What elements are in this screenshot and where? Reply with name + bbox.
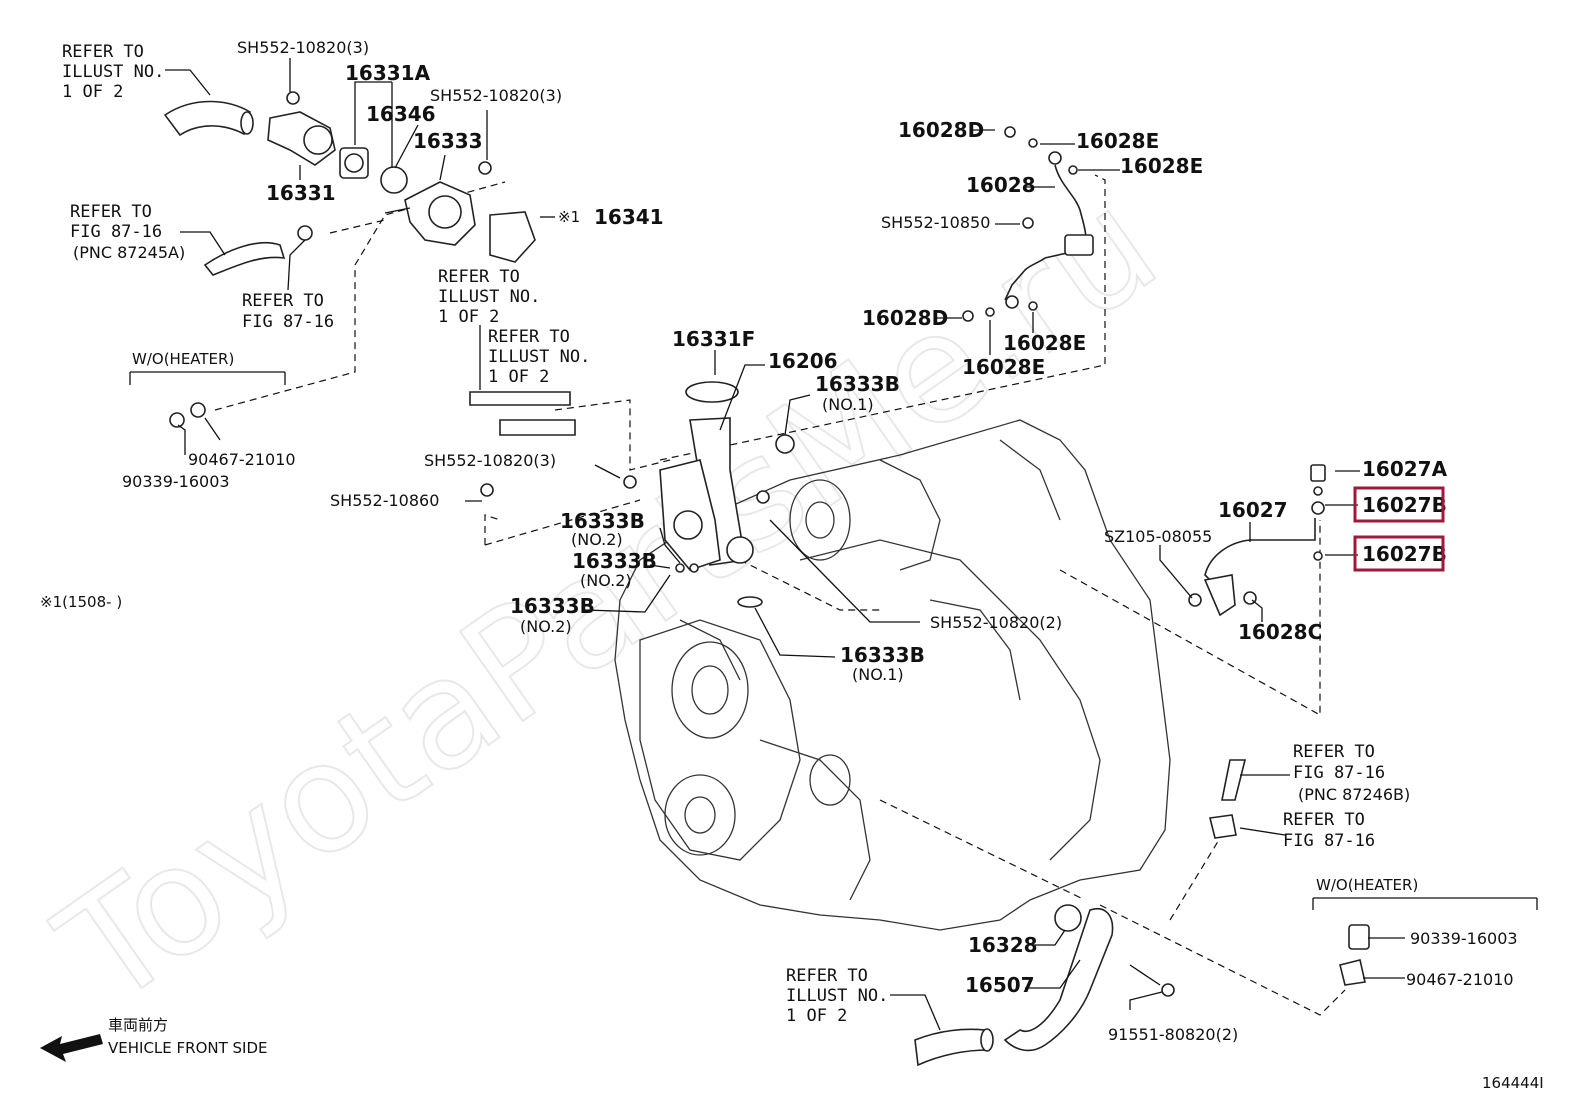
refer-illust-2-line1: REFER TO	[438, 267, 520, 287]
part-label: 90339-16003	[122, 472, 230, 491]
wo-heater-label-1: W/O(HEATER)	[132, 350, 234, 368]
refer-illust-2-line2: ILLUST NO.	[438, 287, 540, 307]
part-label: 16027	[1218, 498, 1288, 522]
part-label: SH552-10820(3)	[430, 86, 562, 105]
refer-fig-c-line1: REFER TO	[1293, 742, 1375, 762]
refer-fig-b-line2: FIG 87-16	[242, 312, 334, 332]
part-label: 16028D	[898, 118, 984, 142]
refer-fig-c-line3: (PNC 87246B)	[1298, 785, 1410, 804]
part-label: SH552-10820(3)	[237, 38, 369, 57]
refer-fig-a-line3: (PNC 87245A)	[73, 243, 185, 262]
part-labels: SH552-10820(3) 16331A 16346 SH552-10820(…	[122, 38, 1518, 1044]
refer-illust-4-line3: 1 OF 2	[786, 1006, 847, 1026]
highlight-box-16027B-lower	[1353, 535, 1445, 572]
part-label: SH552-10820(3)	[424, 451, 556, 470]
refer-illust-1-line1: REFER TO	[62, 42, 144, 62]
part-label: SH552-10820(2)	[930, 613, 1062, 632]
part-label: 16028E	[1003, 331, 1086, 355]
refer-illust-1-line2: ILLUST NO.	[62, 62, 164, 82]
part-label: 16341	[594, 205, 664, 229]
part-label: 91551-80820(2)	[1108, 1025, 1238, 1044]
part-label: 16027A	[1362, 457, 1448, 481]
part-label-sub: (NO.2)	[580, 571, 632, 590]
part-label: 16206	[768, 349, 838, 373]
part-label-mark: ※1	[558, 208, 580, 226]
parts-16028-pipe	[962, 126, 1094, 322]
refer-fig-d-line2: FIG 87-16	[1283, 831, 1375, 851]
refer-fig-b-line1: REFER TO	[242, 291, 324, 311]
front-arrow-icon	[40, 1034, 103, 1062]
part-label: 16333B	[560, 509, 645, 533]
part-label: 90339-16003	[1410, 929, 1518, 948]
part-label: 90467-21010	[188, 450, 296, 469]
part-label: 16333B	[840, 643, 925, 667]
part-label: SH552-10860	[330, 491, 439, 510]
parts-top-left	[163, 91, 536, 428]
part-label: 16331F	[672, 327, 755, 351]
part-label: SH552-10850	[881, 213, 990, 232]
refer-fig-d-line1: REFER TO	[1283, 810, 1365, 830]
part-label: 16507	[965, 973, 1035, 997]
part-label: 16333	[413, 129, 483, 153]
parts-bottom	[914, 759, 1370, 1067]
front-label-en: VEHICLE FRONT SIDE	[108, 1039, 268, 1057]
part-label-sub: (NO.2)	[571, 530, 623, 549]
part-label: 16028C	[1238, 620, 1322, 644]
part-label: 16333B	[815, 372, 900, 396]
refer-illust-2-line3: 1 OF 2	[438, 307, 499, 327]
leader-lines	[129, 58, 1538, 1031]
part-label-sub: (NO.1)	[822, 395, 874, 414]
part-label: 16028	[966, 173, 1036, 197]
refer-fig-a-line2: FIG 87-16	[70, 222, 162, 242]
part-label: 16328	[968, 933, 1038, 957]
refer-illust-4-line2: ILLUST NO.	[786, 986, 888, 1006]
part-label: 16346	[366, 102, 436, 126]
watermark: ToyotaPartsMe.ru	[30, 157, 1187, 1040]
part-label: 16331	[266, 181, 336, 205]
engine-block	[614, 419, 1171, 931]
refer-illust-1-line3: 1 OF 2	[62, 82, 123, 102]
part-label: 16028E	[1076, 129, 1159, 153]
refer-fig-c-line2: FIG 87-16	[1293, 763, 1385, 783]
refer-illust-4-line1: REFER TO	[786, 966, 868, 986]
part-label: 16331A	[345, 61, 431, 85]
vehicle-front-indicator: 車両前方 VEHICLE FRONT SIDE	[40, 1016, 268, 1062]
part-label: 16028E	[1120, 154, 1203, 178]
part-label: 16333B	[572, 549, 657, 573]
part-label: 16028D	[862, 306, 948, 330]
figure-number: 164444I	[1482, 1074, 1544, 1092]
refer-illust-3-line1: REFER TO	[488, 327, 570, 347]
note-1-label: ※1(1508- )	[40, 593, 122, 611]
part-label: SZ105-08055	[1104, 527, 1212, 546]
part-label-highlighted: 16027B	[1362, 493, 1447, 517]
refer-labels: REFER TO ILLUST NO. 1 OF 2 REFER TO FIG …	[40, 42, 1418, 1026]
part-label-sub: (NO.2)	[520, 617, 572, 636]
refer-illust-3-line3: 1 OF 2	[488, 367, 549, 387]
part-label: 16333B	[510, 594, 595, 618]
part-label-sub: (NO.1)	[852, 665, 904, 684]
front-label-jp: 車両前方	[108, 1016, 168, 1034]
highlight-box-16027B-upper	[1353, 486, 1445, 523]
wo-heater-label-2: W/O(HEATER)	[1316, 876, 1418, 894]
refer-illust-3-line2: ILLUST NO.	[488, 347, 590, 367]
part-label: 90467-21010	[1406, 970, 1514, 989]
part-label: 16028E	[962, 355, 1045, 379]
part-label-highlighted: 16027B	[1362, 542, 1447, 566]
refer-fig-a-line1: REFER TO	[70, 202, 152, 222]
parts-center-outlet	[469, 381, 795, 608]
